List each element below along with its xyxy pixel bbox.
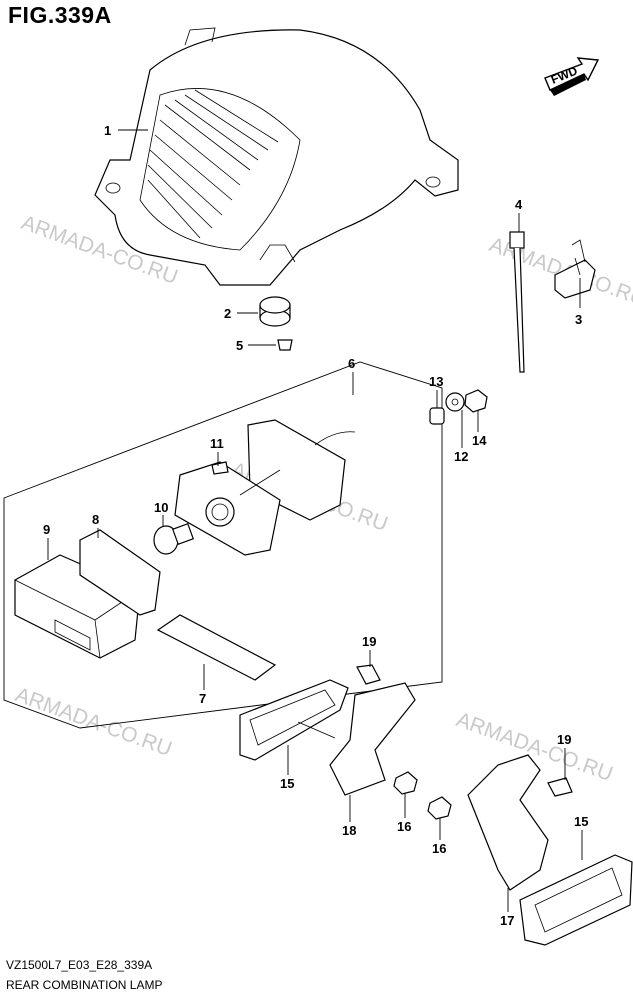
fwd-arrow-icon: FWD (544, 57, 600, 96)
callout-10: 10 (154, 500, 168, 515)
bracket-bolt (356, 664, 381, 685)
callout-11: 11 (210, 436, 224, 451)
tail-lamp-housing (94, 27, 459, 286)
callout-9: 9 (43, 522, 50, 537)
grommet (259, 296, 291, 327)
diagram-code: VZ1500L7_E03_E28_339A (6, 958, 153, 972)
lamp-base-plate (174, 419, 356, 556)
callout-13: 13 (429, 374, 443, 389)
callout-1: 1 (104, 123, 111, 138)
clamp (554, 239, 596, 299)
watermark: ARMADA-CO.RU (12, 683, 174, 761)
callout-16: 16 (432, 841, 446, 856)
callout-16: 16 (397, 819, 411, 834)
lens-gasket (79, 529, 161, 616)
callout-15: 15 (280, 776, 294, 791)
license-plate-cover (156, 614, 277, 681)
reflector-left (239, 679, 349, 761)
callout-19: 19 (557, 732, 571, 747)
bulb (153, 522, 195, 555)
callout-17: 17 (500, 913, 514, 928)
callout-5: 5 (236, 338, 243, 353)
spacer-washer-nut (429, 389, 488, 425)
reflector-bracket-right (467, 754, 549, 891)
figure-title: FIG.339A (8, 2, 112, 28)
callout-6: 6 (348, 356, 355, 371)
callout-8: 8 (92, 512, 99, 527)
callout-18: 18 (342, 823, 356, 838)
nut (393, 771, 418, 795)
socket-screw (211, 461, 229, 475)
callout-4: 4 (515, 197, 523, 212)
diagram-name: REAR COMBINATION LAMP (6, 978, 163, 992)
callout-numbers: 1 2 3 4 5 6 7 8 9 10 11 12 13 14 15 15 1… (43, 123, 588, 928)
reflector-right (519, 854, 633, 946)
bracket-bolt (547, 777, 573, 797)
callout-19: 19 (362, 634, 376, 649)
callout-12: 12 (454, 449, 468, 464)
screw (277, 339, 293, 351)
callout-14: 14 (472, 433, 487, 448)
callout-15: 15 (574, 814, 588, 829)
nut (427, 796, 452, 820)
reflector-bracket-left (329, 682, 416, 796)
leader-lines (47, 129, 583, 912)
assembly-outline (3, 361, 443, 729)
callout-2: 2 (224, 306, 231, 321)
cable-tie (509, 231, 525, 373)
callout-7: 7 (199, 691, 206, 706)
callout-3: 3 (575, 312, 582, 327)
